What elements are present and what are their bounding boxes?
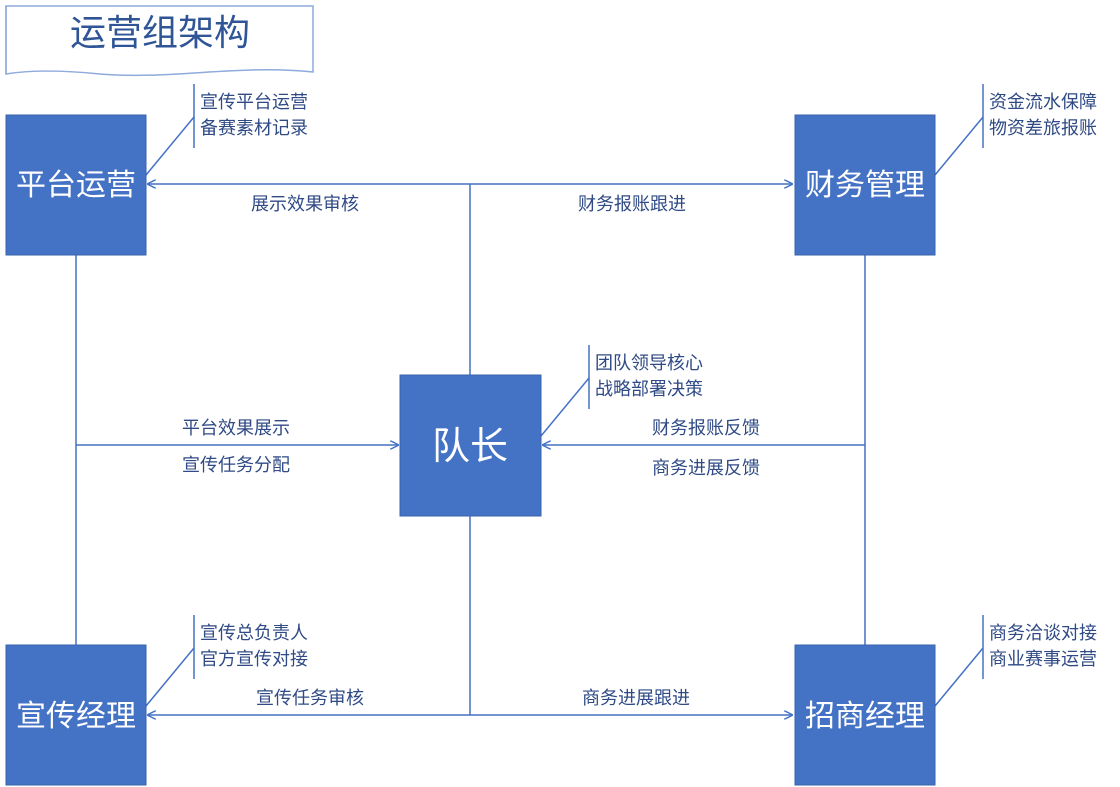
publicity-note-leader	[145, 647, 195, 707]
page-title: 运营组架构	[70, 13, 250, 54]
edge-label-to-sponsor: 商务进展跟进	[582, 688, 690, 709]
node-platform: 平台运营	[5, 114, 147, 256]
node-finance-label: 财务管理	[805, 168, 925, 203]
sponsor-note-1: 商务洽谈对接	[989, 623, 1097, 644]
node-captain-label: 队长	[432, 424, 508, 468]
edge-label-left-2: 宣传任务分配	[182, 455, 290, 476]
edge-labels: 展示效果审核 财务报账跟进 平台效果展示 宣传任务分配 财务报账反馈 商务进展反…	[182, 194, 760, 709]
platform-note-2: 备赛素材记录	[200, 118, 308, 139]
edge-label-to-publicity: 宣传任务审核	[256, 688, 364, 709]
edge-label-left-1: 平台效果展示	[182, 418, 290, 439]
node-publicity-label: 宣传经理	[16, 699, 136, 734]
edge-label-right-1: 财务报账反馈	[652, 418, 760, 439]
node-sponsor: 招商经理	[794, 644, 936, 786]
node-finance: 财务管理	[794, 114, 936, 256]
node-sponsor-label: 招商经理	[805, 699, 925, 734]
captain-note-leader	[540, 377, 590, 437]
edge-label-to-finance: 财务报账跟进	[578, 194, 686, 215]
connectors	[75, 84, 984, 715]
node-publicity: 宣传经理	[5, 644, 147, 786]
finance-note-2: 物资差旅报账	[989, 118, 1097, 139]
node-platform-label: 平台运营	[16, 168, 136, 203]
edge-label-to-platform: 展示效果审核	[251, 194, 359, 215]
finance-note-1: 资金流水保障	[989, 92, 1097, 113]
sponsor-note-leader	[934, 647, 984, 707]
publicity-note-1: 宣传总负责人	[200, 623, 308, 644]
platform-note-1: 宣传平台运营	[200, 92, 308, 113]
notes: 宣传平台运营 备赛素材记录 资金流水保障 物资差旅报账 团队领导核心 战略部署决…	[200, 92, 1097, 670]
publicity-note-2: 官方宣传对接	[200, 649, 308, 670]
finance-note-leader	[934, 116, 984, 176]
sponsor-note-2: 商业赛事运营	[989, 649, 1097, 670]
platform-note-leader	[145, 116, 195, 176]
node-captain: 队长	[399, 374, 542, 517]
captain-note-1: 团队领导核心	[595, 353, 703, 374]
title-banner: 运营组架构	[5, 5, 314, 77]
captain-note-2: 战略部署决策	[595, 379, 703, 400]
edge-label-right-2: 商务进展反馈	[652, 458, 760, 479]
